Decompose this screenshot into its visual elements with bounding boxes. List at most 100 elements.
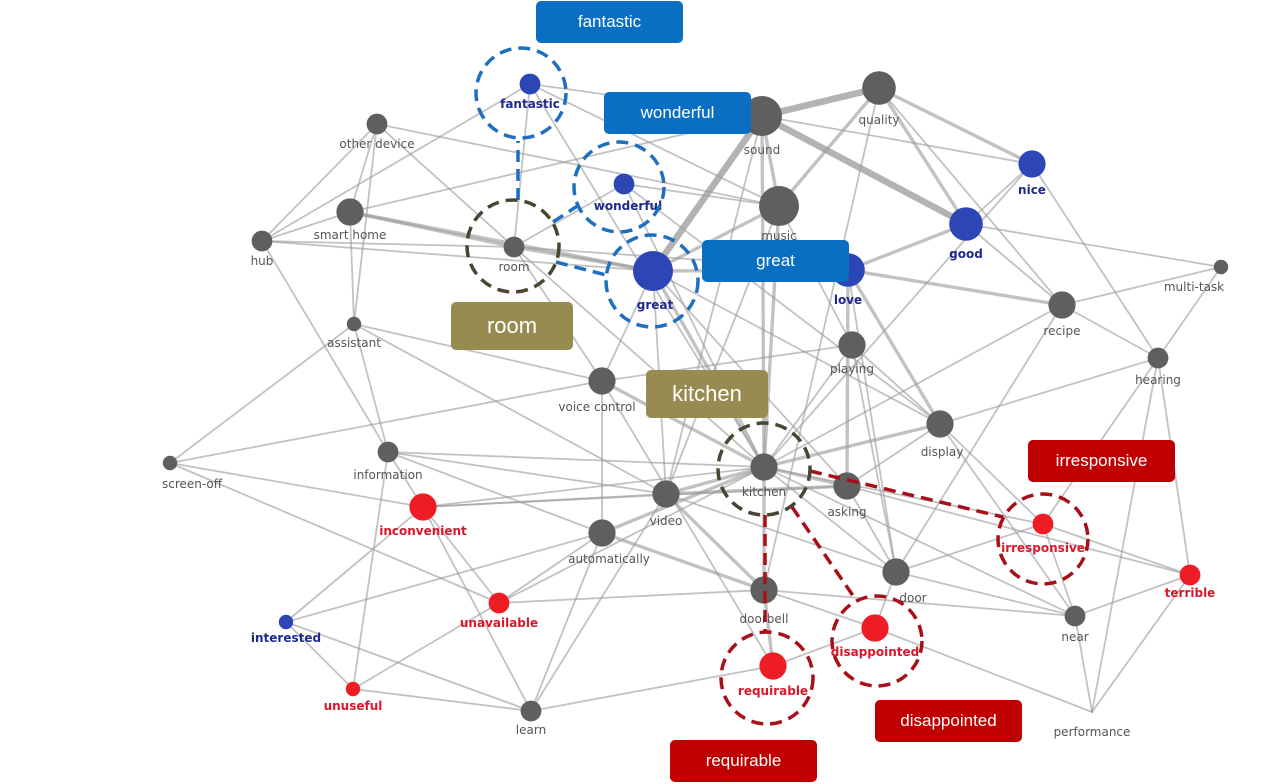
node-great[interactable]: great — [633, 251, 674, 312]
node-wonderful[interactable]: wonderful — [594, 173, 662, 213]
node-learn[interactable]: learn — [516, 700, 546, 737]
edge-doorbell-disappointed — [763, 589, 876, 629]
node-dot — [251, 230, 273, 252]
edge-display-playing — [851, 344, 941, 425]
node-dot — [346, 316, 362, 332]
edge-great-display — [652, 270, 941, 425]
node-label: assistant — [327, 336, 381, 350]
node-door[interactable]: door — [882, 558, 927, 605]
node-recipe[interactable]: recipe — [1044, 291, 1081, 338]
node-terrible[interactable]: terrible — [1165, 564, 1216, 600]
edge-good-recipe — [965, 223, 1063, 306]
edge-good-multi_task — [965, 223, 1222, 268]
highlight-ring-great — [604, 233, 700, 329]
node-nice[interactable]: nice — [1018, 150, 1046, 197]
node-dot — [882, 558, 910, 586]
node-label: inconvenient — [379, 524, 467, 538]
node-display[interactable]: display — [921, 410, 964, 459]
edge-recipe-door — [895, 304, 1063, 573]
connector-room-wonderful — [552, 199, 586, 224]
edge-sound-nice — [761, 115, 1033, 165]
edge-kitchen-door — [763, 466, 897, 573]
node-quality[interactable]: quality — [858, 71, 900, 127]
node-label: screen-off — [162, 477, 223, 491]
node-sound[interactable]: sound — [742, 96, 782, 157]
node-near[interactable]: near — [1061, 605, 1089, 644]
node-hub[interactable]: hub — [251, 230, 274, 268]
node-disappointed[interactable]: disappointed — [831, 614, 920, 659]
edge-automatically-unavailable — [498, 532, 603, 604]
node-label: great — [637, 298, 674, 312]
node-screen_off[interactable]: screen-off — [162, 455, 223, 491]
node-unavailable[interactable]: unavailable — [460, 592, 538, 630]
node-fantastic[interactable]: fantastic — [500, 73, 560, 111]
node-unuseful[interactable]: unuseful — [324, 681, 383, 713]
edge-interested-inconvenient — [285, 506, 424, 623]
node-kitchen[interactable]: kitchen — [742, 453, 786, 499]
node-performance[interactable]: performance — [1054, 725, 1131, 739]
edge-unuseful-information — [352, 451, 389, 690]
node-dot — [366, 113, 388, 135]
edge-sound-good — [758, 112, 970, 228]
node-dot — [1179, 564, 1201, 586]
node-video[interactable]: video — [650, 480, 683, 528]
node-dot — [838, 331, 866, 359]
node-dot — [633, 251, 673, 291]
node-multi_task[interactable]: multi-task — [1164, 259, 1229, 294]
edge-asking-door — [846, 485, 897, 573]
node-label: room — [498, 260, 529, 274]
edge-learn-video — [530, 493, 667, 712]
node-playing[interactable]: playing — [830, 331, 874, 376]
node-asking[interactable]: asking — [827, 472, 867, 519]
edge-room-great — [512, 245, 655, 273]
node-room[interactable]: room — [498, 236, 530, 274]
edge-irresponsive-near — [1042, 523, 1076, 617]
node-interested[interactable]: interested — [251, 614, 321, 645]
callout-wonderful: wonderful — [604, 92, 751, 134]
node-music[interactable]: music — [759, 186, 799, 243]
node-other_device[interactable]: other device — [339, 113, 415, 151]
node-dot — [588, 519, 616, 547]
edge-fantastic-music — [529, 83, 780, 207]
node-dot — [833, 472, 861, 500]
edge-screen_off-voice_control — [169, 380, 603, 464]
node-dot — [588, 367, 616, 395]
edge-great-voice_control — [601, 270, 654, 382]
edge-screen_off-unavailable — [169, 462, 500, 604]
node-hearing[interactable]: hearing — [1135, 347, 1181, 387]
node-requirable[interactable]: requirable — [738, 652, 808, 698]
edge-display-irresponsive — [939, 423, 1044, 525]
node-assistant[interactable]: assistant — [327, 316, 381, 350]
edge-requirable-learn — [530, 665, 774, 712]
edge-video-kitchen — [664, 465, 766, 496]
highlight-ring-wonderful — [572, 140, 666, 234]
node-dot — [613, 173, 635, 195]
callout-requirable: requirable — [670, 740, 817, 782]
edge-playing-door — [851, 344, 897, 573]
node-dot — [1064, 605, 1086, 627]
node-label: automatically — [568, 552, 650, 566]
node-inconvenient[interactable]: inconvenient — [379, 493, 467, 538]
node-information[interactable]: information — [353, 441, 423, 482]
node-dot — [1048, 291, 1076, 319]
node-label: video — [650, 514, 683, 528]
edge-hearing-performance — [1091, 357, 1159, 713]
edge-love-asking — [845, 268, 850, 488]
node-label: good — [949, 247, 983, 261]
edge-assistant-information — [353, 323, 389, 453]
node-irresponsive[interactable]: irresponsive — [1001, 513, 1085, 555]
edge-quality-recipe — [878, 87, 1063, 306]
edge-terrible-performance — [1091, 574, 1191, 713]
edge-hub-information — [261, 240, 389, 453]
edge-video-doorbell — [664, 492, 766, 592]
node-good[interactable]: good — [949, 207, 983, 261]
highlight-ring-irresponsive — [996, 492, 1090, 586]
node-smart_home[interactable]: smart home — [314, 198, 387, 242]
node-automatically[interactable]: automatically — [568, 519, 650, 566]
node-voice_control[interactable]: voice control — [558, 367, 636, 414]
node-label: music — [761, 229, 796, 243]
edge-automatically-interested — [285, 532, 603, 623]
node-label: voice control — [558, 400, 635, 414]
edge-requirable-disappointed — [772, 627, 876, 667]
edge-video-door — [665, 493, 897, 573]
